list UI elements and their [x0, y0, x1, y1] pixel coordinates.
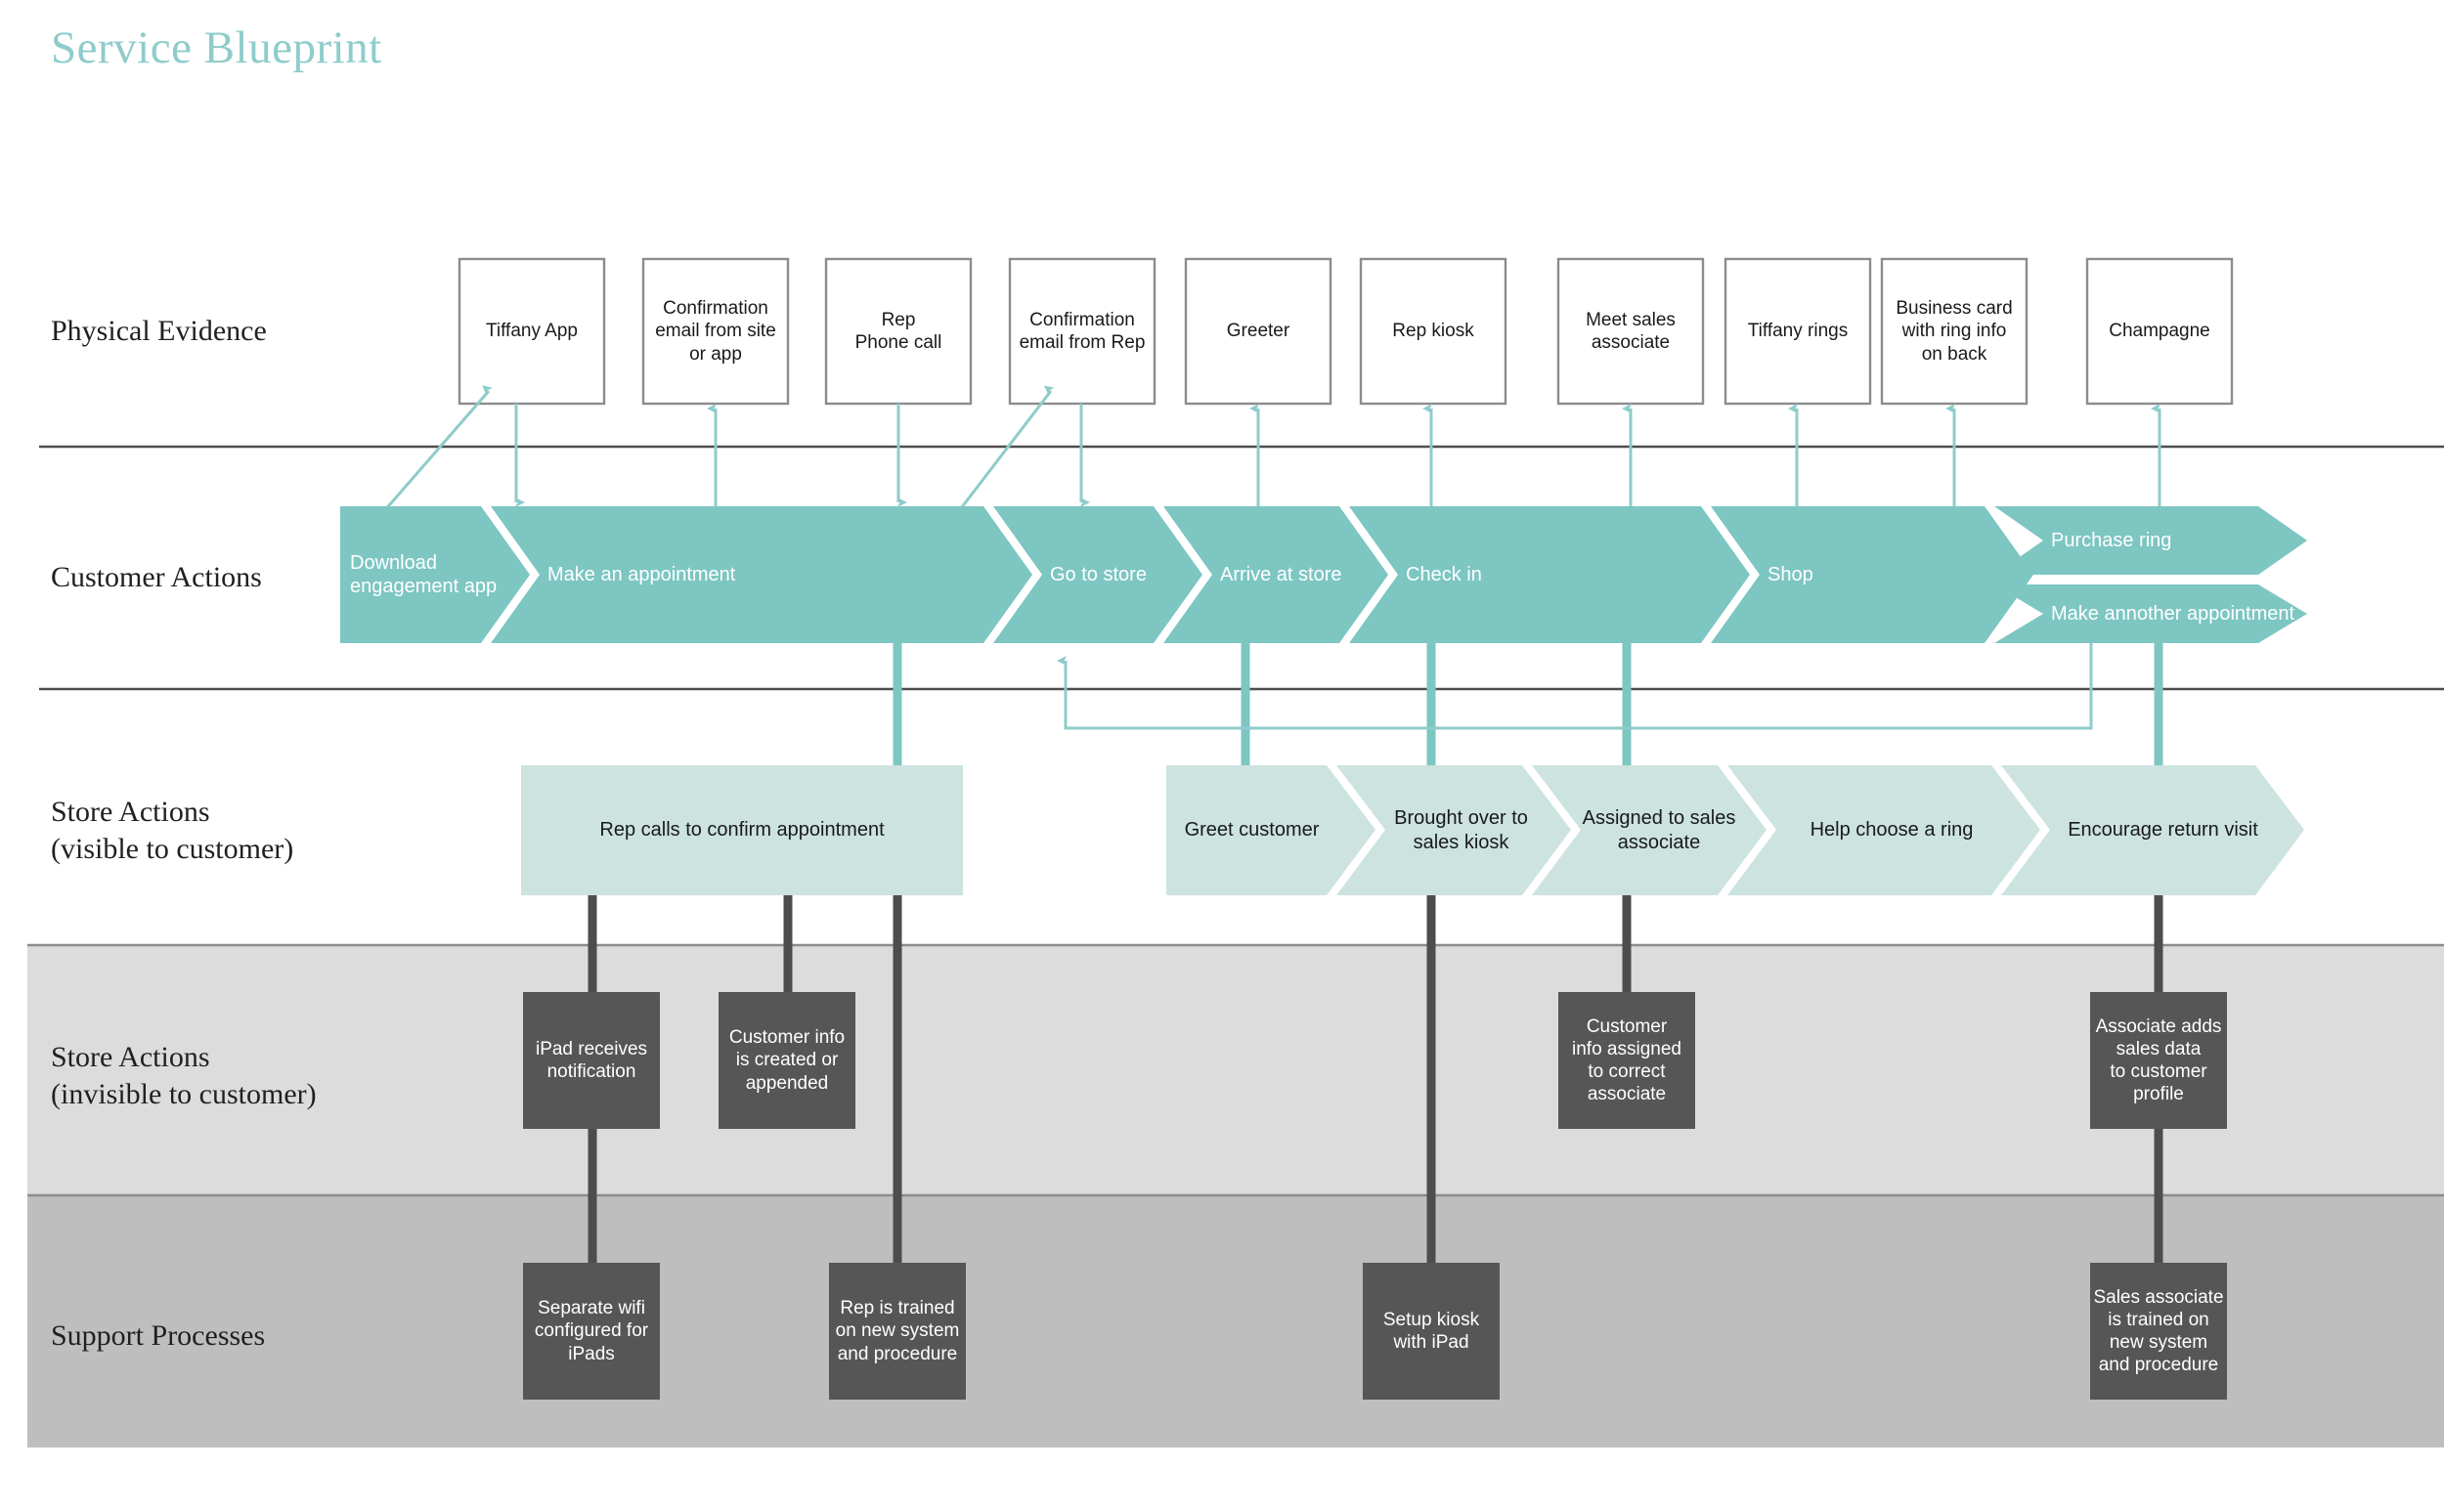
physical-evidence-item[interactable]: Tiffany rings	[1747, 321, 1849, 342]
support-process-boxes	[523, 1263, 2227, 1400]
support-process-item[interactable]: Setup kiosk with iPad	[1382, 1309, 1480, 1353]
row-label-store-actions-invisible: Store Actions (invisible to customer)	[51, 1041, 317, 1110]
customer-action-item[interactable]: Go to store	[1050, 563, 1147, 585]
physical-evidence-item[interactable]: Rep kiosk	[1392, 321, 1474, 342]
band-support-processes	[27, 1196, 2444, 1447]
store-action-visible-item[interactable]: Encourage return visit	[2068, 819, 2258, 842]
physical-evidence-arrows	[381, 385, 2161, 513]
store-action-visible-item[interactable]: Greet customer	[1184, 819, 1320, 842]
band-store-actions-invisible	[27, 946, 2444, 1196]
customer-action-item[interactable]: Shop	[1768, 563, 1813, 585]
support-process-item[interactable]: Sales associate is trained on new system…	[2093, 1286, 2224, 1376]
row-label-physical-evidence: Physical Evidence	[51, 315, 267, 347]
customer-to-store-connectors	[893, 643, 2163, 765]
support-process-item[interactable]: Rep is trained on new system and procedu…	[835, 1298, 960, 1364]
customer-action-item[interactable]: Check in	[1406, 563, 1482, 585]
customer-action-item[interactable]: Make an appointment	[547, 563, 736, 585]
store-action-visible-item[interactable]: Help choose a ring	[1810, 819, 1974, 842]
store-action-visible-item[interactable]: Brought over to sales kiosk	[1394, 807, 1528, 853]
store-action-visible-item[interactable]: Assigned to sales associate	[1582, 807, 1736, 853]
support-process-item[interactable]: Separate wifi configured for iPads	[534, 1298, 649, 1364]
customer-action-item[interactable]: Arrive at store	[1220, 563, 1342, 585]
physical-evidence-item[interactable]: Confirmation email from Rep	[1019, 309, 1146, 353]
row-label-store-actions-visible: Store Actions (visible to customer)	[51, 796, 294, 865]
store-action-shapes	[521, 765, 2304, 895]
customer-action-item[interactable]: Make annother appointment	[2051, 602, 2295, 625]
physical-evidence-boxes	[458, 257, 2234, 406]
store-action-visible-item[interactable]: Rep calls to confirm appointment	[599, 819, 885, 842]
feedback-loop-connector	[1057, 643, 2093, 730]
store-action-invisible-item[interactable]: iPad receives notification	[535, 1038, 648, 1082]
store-action-invisible-item[interactable]: Associate adds sales data to customer pr…	[2095, 1015, 2222, 1105]
physical-evidence-item[interactable]: Tiffany App	[485, 321, 578, 342]
physical-evidence-item[interactable]: Meet sales associate	[1586, 309, 1676, 353]
physical-evidence-item[interactable]: Greeter	[1226, 321, 1290, 342]
physical-evidence-item[interactable]: Champagne	[2109, 321, 2210, 342]
store-action-invisible-item[interactable]: Customer info assigned to correct associ…	[1572, 1015, 1681, 1105]
row-label-support-processes: Support Processes	[51, 1319, 266, 1352]
customer-action-chevrons	[340, 506, 2307, 643]
customer-action-item[interactable]: Download engagement app	[350, 551, 498, 597]
physical-evidence-item[interactable]: Business card with ring info on back	[1896, 298, 2013, 365]
store-action-invisible-item[interactable]: Customer info is created or appended	[728, 1027, 846, 1094]
physical-evidence-item[interactable]: Rep Phone call	[854, 309, 942, 353]
customer-action-item[interactable]: Purchase ring	[2051, 529, 2172, 551]
page-title: Service Blueprint	[51, 22, 382, 73]
internal-connectors	[588, 895, 2163, 1263]
row-label-customer-actions: Customer Actions	[51, 561, 262, 593]
store-action-invisible-boxes	[523, 992, 2227, 1129]
physical-evidence-item[interactable]: Confirmation email from site or app	[655, 298, 776, 365]
